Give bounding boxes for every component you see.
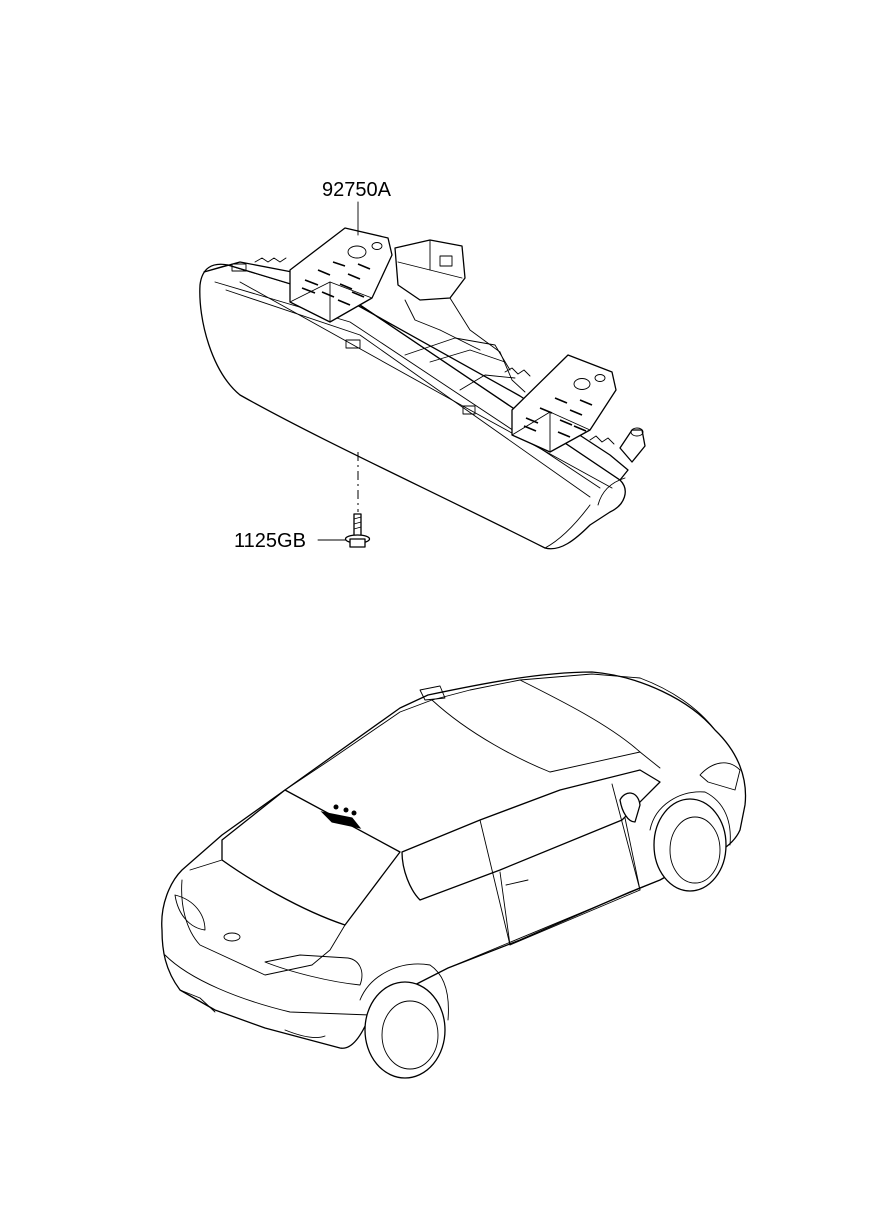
screw-icon <box>344 513 371 548</box>
part-label-1125gb: 1125GB <box>234 530 306 552</box>
part-label-92750a: 92750A <box>322 179 392 201</box>
vehicle-locator-icon <box>161 671 747 1079</box>
lamp-assembly-icon <box>199 227 646 550</box>
